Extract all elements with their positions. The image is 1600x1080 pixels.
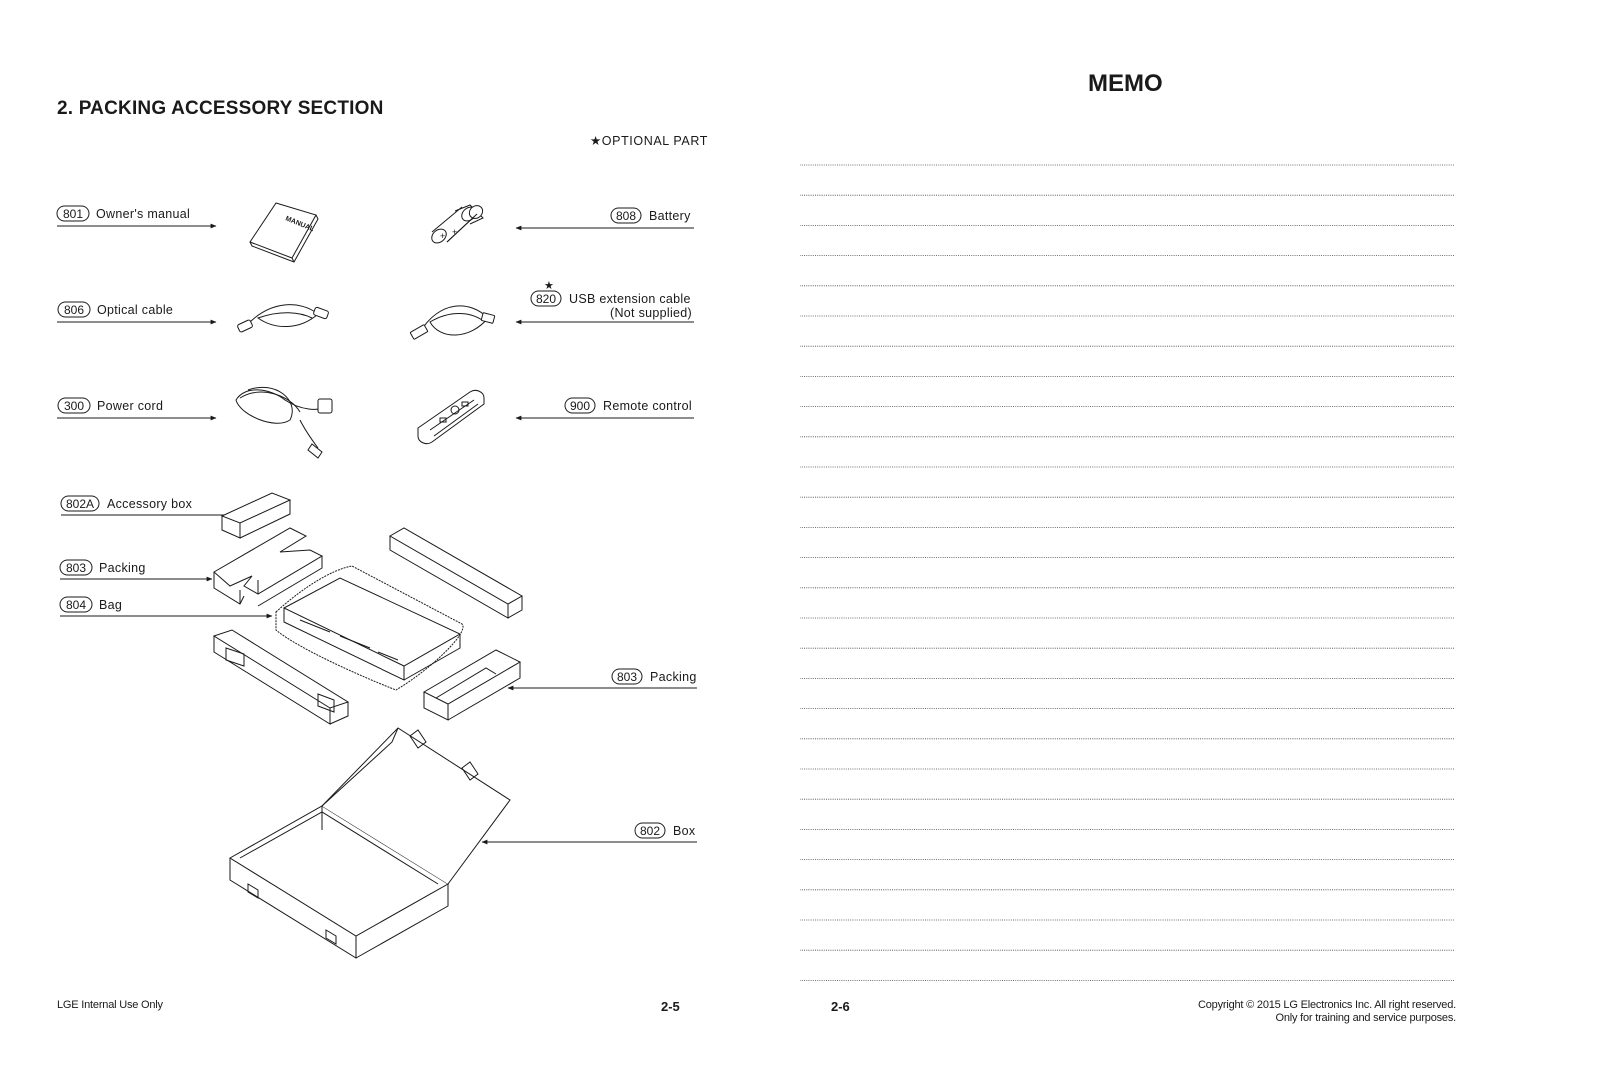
power-cord-icon — [235, 386, 333, 459]
part-801-label: Owner's manual — [96, 207, 190, 221]
part-900-callout: 900 Remote control — [515, 397, 694, 421]
part-300-label: Power cord — [97, 399, 163, 413]
page-number-right: 2-6 — [831, 999, 850, 1014]
part-802a-label: Accessory box — [107, 497, 193, 511]
part-803-left-callout: 803 Packing — [59, 559, 213, 582]
part-820-label: USB extension cable — [569, 292, 691, 306]
page-number-left: 2-5 — [661, 999, 680, 1014]
svg-text:+: + — [440, 231, 445, 241]
packing-diagram: 801 Owner's manual MANUAL + + — [56, 202, 697, 959]
part-806-label: Optical cable — [97, 303, 173, 317]
part-804-callout: 804 Bag — [59, 596, 273, 619]
part-802a-callout: 802A Accessory box — [60, 495, 241, 518]
part-900-bubble — [564, 397, 596, 414]
part-806-bubble — [57, 301, 91, 318]
part-804-label: Bag — [99, 598, 122, 612]
part-808-bubble — [610, 207, 642, 224]
part-900-label: Remote control — [603, 399, 692, 413]
part-801-bubble — [56, 205, 90, 222]
part-802-bubble — [634, 822, 666, 839]
memo-title: MEMO — [1088, 70, 1163, 97]
part-300-bubble — [57, 397, 91, 414]
part-802a-number: 802A — [66, 497, 94, 511]
part-803-left-label: Packing — [99, 561, 146, 575]
part-804-number: 804 — [66, 598, 86, 612]
right-packing-lower-shape — [422, 649, 522, 721]
bag-and-unit-shape — [275, 565, 464, 691]
svg-text:+: + — [452, 227, 457, 237]
left-packing-lower-shape — [212, 629, 350, 725]
owners-manual-icon: MANUAL — [249, 202, 319, 263]
part-300-number: 300 — [64, 399, 84, 413]
optional-part-note: ★OPTIONAL PART — [590, 134, 709, 148]
part-804-bubble — [59, 596, 93, 613]
copyright-notice: Copyright © 2015 LG Electronics Inc. All… — [1198, 999, 1456, 1025]
battery-icon: + + — [431, 204, 484, 244]
part-808-callout: 808 Battery — [515, 207, 694, 231]
part-820-callout: ★ 820 USB extension cable (Not supplied) — [515, 280, 694, 325]
memo-ruled-lines — [800, 164, 1455, 981]
part-820-bubble — [530, 290, 562, 307]
optional-star: ★ — [544, 280, 554, 292]
copyright-line-1: Copyright © 2015 LG Electronics Inc. All… — [1198, 999, 1456, 1011]
optical-cable-icon — [237, 304, 329, 333]
part-300-callout: 300 Power cord — [57, 397, 217, 421]
left-packing-upper-shape — [213, 527, 324, 607]
part-803-right-callout: 803 Packing — [507, 668, 697, 691]
part-802-number: 802 — [640, 824, 660, 838]
main-box-shape — [229, 727, 511, 959]
right-page: MEMO 2-6 Copyright © 2015 LG Electronics… — [800, 0, 1600, 1080]
part-808-number: 808 — [616, 209, 636, 223]
part-802-callout: 802 Box — [481, 822, 697, 845]
part-900-number: 900 — [570, 399, 590, 413]
copyright-line-2: Only for training and service purposes. — [1275, 1012, 1456, 1024]
part-803-right-bubble — [611, 668, 643, 685]
part-802a-bubble — [60, 495, 100, 512]
part-820-number: 820 — [536, 292, 556, 306]
part-808-label: Battery — [649, 209, 691, 223]
section-title: 2. PACKING ACCESSORY SECTION — [57, 98, 384, 119]
part-803-right-number: 803 — [617, 670, 637, 684]
part-803-left-number: 803 — [66, 561, 86, 575]
part-803-left-bubble — [59, 559, 93, 576]
part-803-right-label: Packing — [650, 670, 697, 684]
right-packing-upper-shape — [388, 527, 524, 619]
part-801-callout: 801 Owner's manual — [56, 205, 217, 229]
footer-internal-use: LGE Internal Use Only — [57, 999, 163, 1011]
part-802-label: Box — [673, 824, 696, 838]
left-page: 2. PACKING ACCESSORY SECTION ★OPTIONAL P… — [56, 98, 709, 1014]
part-801-number: 801 — [63, 207, 83, 221]
usb-cable-icon — [409, 305, 496, 340]
accessory-box-shape — [220, 492, 292, 539]
remote-control-icon — [417, 389, 485, 445]
part-820-note: (Not supplied) — [610, 306, 692, 320]
part-806-callout: 806 Optical cable — [57, 301, 217, 325]
part-806-number: 806 — [64, 303, 84, 317]
